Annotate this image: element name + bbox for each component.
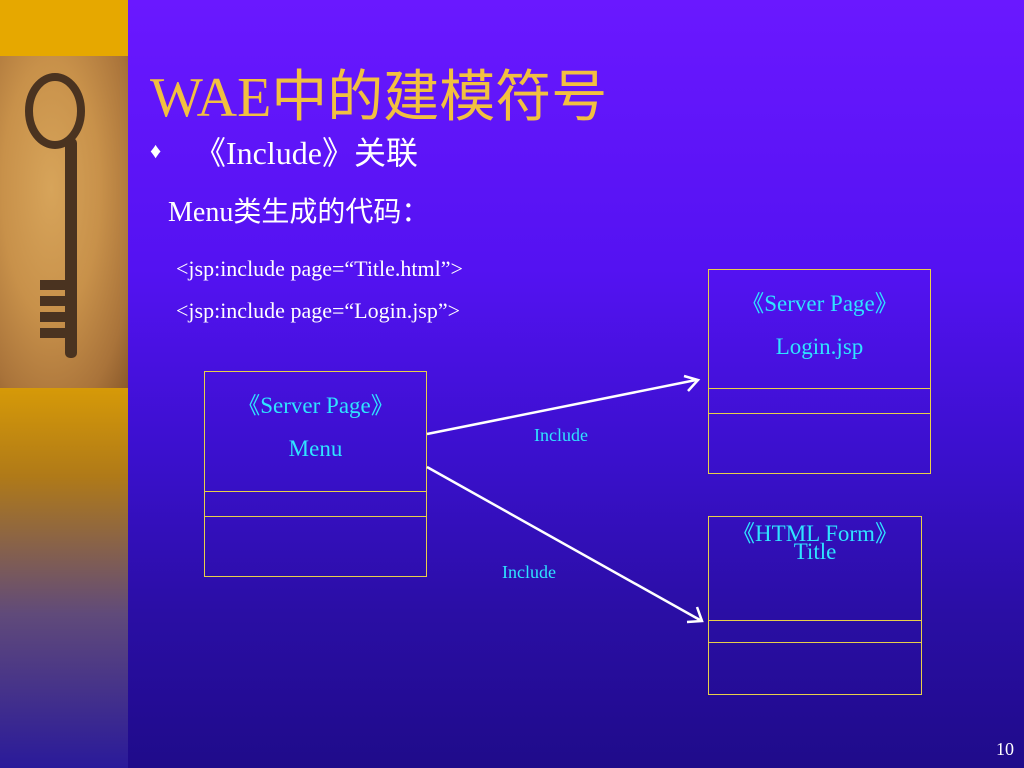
menu-operations-divider bbox=[205, 516, 426, 517]
slide-title: WAE中的建模符号 bbox=[150, 67, 608, 129]
login-operations-divider bbox=[709, 413, 930, 414]
code-caption: Menu类生成的代码： bbox=[168, 197, 430, 228]
title-stereotype: 《HTML Form》 bbox=[732, 521, 898, 546]
menu-server-page-box: 《Server Page》 Menu bbox=[204, 371, 427, 577]
include-arrowhead-login bbox=[683, 374, 701, 392]
login-stereotype: 《Server Page》 bbox=[741, 291, 898, 316]
menu-attributes-divider bbox=[205, 491, 426, 492]
include-label-login: Include bbox=[534, 425, 588, 445]
slide-background bbox=[128, 0, 1024, 768]
bullet-text: 《Include》关联 bbox=[194, 135, 418, 171]
menu-name: Menu bbox=[288, 436, 343, 461]
bullet-item: ♦ 《Include》关联 bbox=[150, 128, 418, 171]
title-attributes-divider bbox=[709, 620, 921, 621]
login-name: Login.jsp bbox=[775, 334, 864, 359]
key-image bbox=[0, 56, 128, 388]
title-html-form-box: 《HTML Form》 Title bbox=[708, 516, 922, 695]
key-icon bbox=[25, 73, 85, 358]
slide-page-number: 10 bbox=[996, 739, 1014, 759]
login-server-page-box: 《Server Page》 Login.jsp bbox=[708, 269, 931, 474]
title-operations-divider bbox=[709, 642, 921, 643]
menu-stereotype: 《Server Page》 bbox=[237, 393, 394, 418]
login-attributes-divider bbox=[709, 388, 930, 389]
code-line-login: <jsp:include page=“Login.jsp”> bbox=[176, 298, 461, 323]
include-arrowhead-title bbox=[686, 606, 704, 624]
include-arrow-login bbox=[426, 378, 697, 436]
include-label-title: Include bbox=[502, 562, 556, 582]
code-line-title: <jsp:include page=“Title.html”> bbox=[176, 256, 463, 281]
title-name: Title bbox=[793, 539, 837, 564]
diamond-bullet-icon: ♦ bbox=[150, 138, 162, 163]
include-arrow-title bbox=[426, 465, 701, 622]
